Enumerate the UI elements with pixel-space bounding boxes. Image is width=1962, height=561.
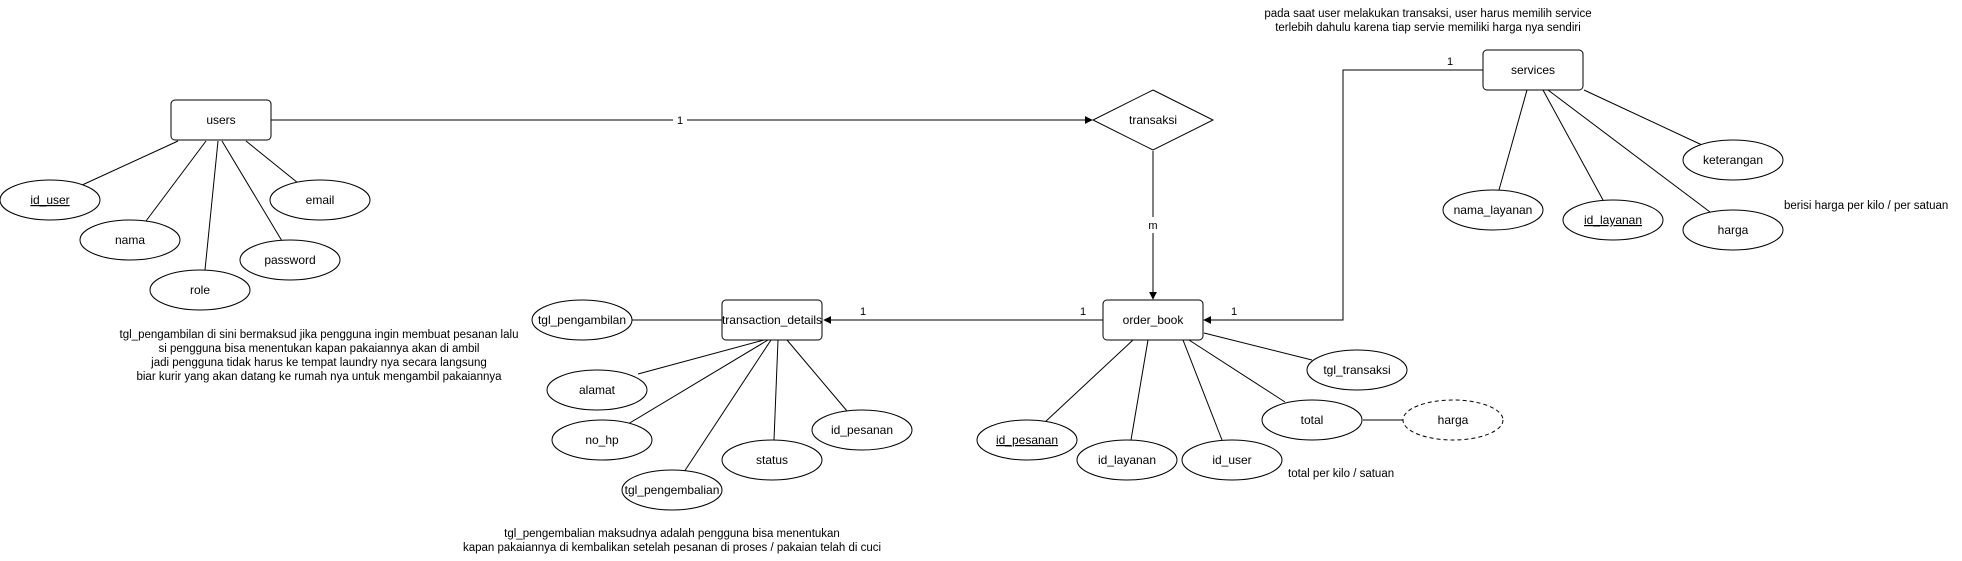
attribute-services-id-layanan[interactable]: id_layanan	[1562, 199, 1664, 241]
attribute-td-tgl-pengembalian-label: tgl_pengembalian	[625, 483, 720, 497]
entity-transaction-details[interactable]: transaction_details	[721, 299, 823, 341]
note-pengambilan-line-3: jadi pengguna tidak harus ke tempat laun…	[150, 357, 487, 369]
line-ob-id-layanan	[1130, 339, 1149, 441]
cardinality-users-transaksi: 1	[677, 115, 683, 127]
line-td-alamat	[637, 339, 765, 375]
entity-transaction-details-label: transaction_details	[722, 313, 822, 327]
line-ob-total	[1188, 339, 1286, 403]
relationship-transaksi-label: transaksi	[1129, 113, 1177, 127]
line-td-no-hp	[627, 339, 769, 425]
attribute-td-alamat-label: alamat	[579, 383, 616, 397]
relationship-transaksi[interactable]: transaksi	[1091, 89, 1215, 151]
attribute-ob-harga-derived[interactable]: harga	[1402, 399, 1504, 441]
entity-services[interactable]: services	[1482, 49, 1584, 91]
attribute-services-nama-layanan-label: nama_layanan	[1454, 203, 1533, 217]
attribute-td-id-pesanan[interactable]: id_pesanan	[811, 409, 913, 451]
attribute-users-email[interactable]: email	[269, 179, 371, 221]
attribute-td-status[interactable]: status	[721, 439, 823, 481]
attribute-services-keterangan-label: keterangan	[1703, 153, 1763, 167]
attribute-ob-tgl-transaksi[interactable]: tgl_transaksi	[1306, 349, 1408, 391]
note-total: total per kilo / satuan	[1288, 468, 1394, 480]
attribute-ob-id-layanan[interactable]: id_layanan	[1076, 439, 1178, 481]
attribute-ob-id-layanan-label: id_layanan	[1098, 453, 1156, 467]
line-ob-id-pesanan	[1043, 339, 1134, 424]
attribute-td-id-pesanan-label: id_pesanan	[831, 423, 893, 437]
line-users-nama	[145, 140, 207, 222]
line-users-id-user	[79, 140, 179, 187]
line-services-nama-layanan	[1498, 89, 1528, 191]
cardinality-transaksi-order-book: m	[1148, 220, 1157, 232]
cardinality-order-book-from-services: 1	[1231, 306, 1237, 318]
line-services-keterangan	[1583, 89, 1703, 146]
line-users-role	[204, 140, 219, 271]
entity-users-label: users	[206, 113, 235, 127]
attribute-ob-total[interactable]: total	[1261, 399, 1363, 441]
note-pengambilan: tgl_pengambilan di sini bermaksud jika p…	[120, 329, 519, 383]
line-td-tgl-pengembalian	[683, 339, 772, 473]
attribute-users-role[interactable]: role	[149, 269, 251, 311]
attribute-users-role-label: role	[190, 283, 210, 297]
attribute-td-no-hp[interactable]: no_hp	[551, 419, 653, 461]
attribute-ob-id-pesanan[interactable]: id_pesanan	[976, 419, 1078, 461]
note-services-line-2: terlebih dahulu karena tiap servie memil…	[1275, 22, 1581, 34]
attribute-ob-id-user-label: id_user	[1212, 453, 1251, 467]
cardinality-services-side: 1	[1447, 56, 1453, 68]
attribute-td-tgl-pengembalian[interactable]: tgl_pengembalian	[621, 469, 723, 511]
note-services-line-1: pada saat user melakukan transaksi, user…	[1264, 8, 1591, 20]
entity-order-book-label: order_book	[1123, 313, 1185, 327]
attribute-td-tgl-pengambilan[interactable]: tgl_pengambilan	[531, 299, 633, 341]
line-ob-id-user	[1182, 339, 1223, 441]
note-harga: berisi harga per kilo / per satuan	[1784, 200, 1948, 212]
cardinality-order-book-to-td: 1	[1080, 306, 1086, 318]
attribute-users-id-user[interactable]: id_user	[0, 179, 101, 221]
entity-order-book[interactable]: order_book	[1102, 299, 1204, 341]
attribute-ob-id-user[interactable]: id_user	[1181, 439, 1283, 481]
attribute-services-harga[interactable]: harga	[1682, 209, 1784, 251]
attribute-users-password-label: password	[264, 253, 315, 267]
attribute-users-nama[interactable]: nama	[79, 219, 181, 261]
attribute-users-id-user-label: id_user	[30, 193, 69, 207]
attribute-services-harga-label: harga	[1718, 223, 1749, 237]
attribute-services-nama-layanan[interactable]: nama_layanan	[1442, 189, 1544, 231]
note-pengembalian-line-1: tgl_pengembalian maksudnya adalah penggu…	[504, 528, 840, 540]
attribute-services-id-layanan-label: id_layanan	[1584, 213, 1642, 227]
note-pengambilan-line-2: si pengguna bisa menentukan kapan pakaia…	[159, 343, 480, 355]
note-pengambilan-line-1: tgl_pengambilan di sini bermaksud jika p…	[120, 329, 519, 341]
line-users-password	[221, 140, 283, 242]
line-services-id-layanan	[1542, 89, 1604, 201]
line-users-email	[245, 140, 299, 184]
line-ob-tgl-transaksi	[1203, 332, 1313, 361]
cardinality-td-from-order-book: 1	[860, 306, 866, 318]
attribute-ob-total-label: total	[1301, 413, 1324, 427]
attribute-ob-id-pesanan-label: id_pesanan	[996, 433, 1058, 447]
attribute-users-nama-label: nama	[115, 233, 145, 247]
line-services-order-book	[1203, 69, 1483, 324]
attribute-services-keterangan[interactable]: keterangan	[1682, 139, 1784, 181]
note-services: pada saat user melakukan transaksi, user…	[1264, 8, 1591, 34]
attribute-td-alamat[interactable]: alamat	[546, 369, 648, 411]
cardinality-labels: 1 m 1 1 1 1	[673, 56, 1453, 318]
line-services-harga	[1547, 89, 1711, 213]
attribute-users-password[interactable]: password	[239, 239, 341, 281]
attribute-ob-tgl-transaksi-label: tgl_transaksi	[1323, 363, 1390, 377]
attribute-users-email-label: email	[306, 193, 335, 207]
note-pengembalian-line-2: kapan pakaiannya di kembalikan setelah p…	[463, 542, 881, 554]
attribute-td-no-hp-label: no_hp	[585, 433, 619, 447]
note-pengambilan-line-4: biar kurir yang akan datang ke rumah nya…	[136, 371, 502, 383]
entity-services-label: services	[1511, 63, 1555, 77]
attribute-td-tgl-pengambilan-label: tgl_pengambilan	[538, 313, 626, 327]
line-td-status	[773, 339, 779, 441]
attribute-td-status-label: status	[756, 453, 788, 467]
note-pengembalian: tgl_pengembalian maksudnya adalah penggu…	[463, 528, 881, 554]
attribute-ob-harga-label: harga	[1438, 413, 1469, 427]
entity-users[interactable]: users	[170, 99, 272, 141]
line-td-id-pesanan	[786, 339, 848, 412]
